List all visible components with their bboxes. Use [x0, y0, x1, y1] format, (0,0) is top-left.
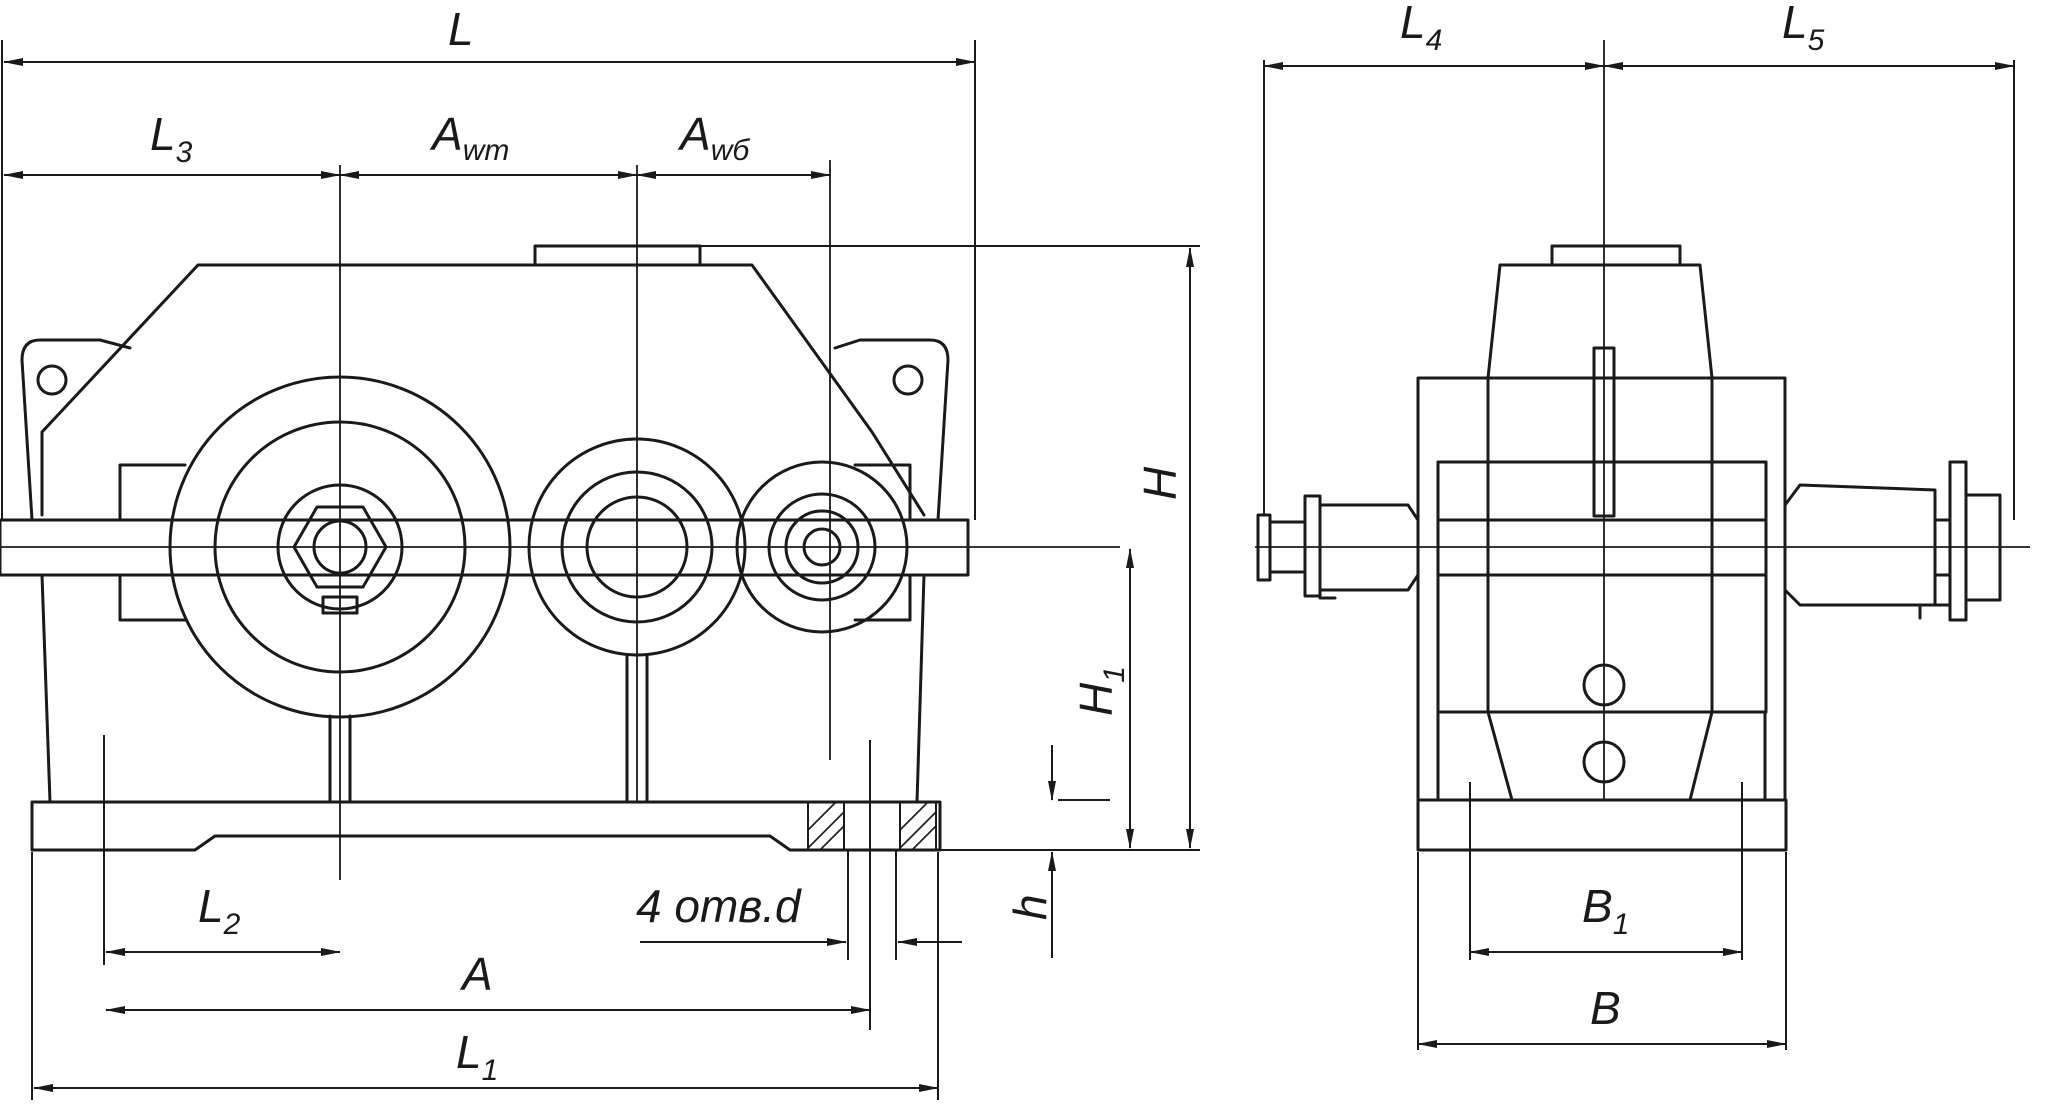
base-plate — [30, 800, 942, 852]
label-H: H — [1134, 466, 1186, 500]
right-lock-tab — [1918, 603, 1952, 620]
label-L4: L4 — [1400, 0, 1442, 57]
label-B1: B1 — [1582, 880, 1629, 941]
ribs — [328, 653, 649, 804]
mounting-hole-hatch — [807, 801, 937, 851]
label-h: h — [1004, 894, 1056, 920]
side-view — [1255, 40, 2030, 1050]
right-ear — [833, 338, 950, 522]
labels: L L3 Awт Awб L4 L5 H H1 h L2 4 отв.d A L… — [150, 0, 1825, 1087]
side-flange — [1436, 460, 1768, 714]
label-B: B — [1590, 982, 1621, 1034]
label-holes: 4 отв.d — [636, 880, 802, 932]
label-H1: H1 — [1070, 666, 1131, 716]
label-Awt: Awт — [429, 108, 509, 167]
label-Awb: Awб — [677, 108, 750, 167]
side-dimensions — [1263, 62, 2015, 1048]
inspection-cover — [533, 244, 702, 267]
left-ear — [20, 338, 132, 522]
side-lower-body — [1416, 376, 1787, 802]
shaft-axes — [0, 160, 1120, 880]
label-L2: L2 — [198, 880, 241, 941]
label-L3: L3 — [150, 108, 193, 169]
left-lock-tab — [1318, 588, 1337, 600]
flange-bosses — [118, 463, 912, 622]
extension-lines — [1, 40, 1200, 1100]
front-view — [0, 40, 1200, 1100]
left-ear-hole — [36, 364, 68, 396]
label-L5: L5 — [1782, 0, 1825, 57]
lower-housing — [40, 573, 926, 804]
left-shaft-washer — [1303, 494, 1322, 598]
right-shaft-nut — [1933, 493, 2002, 602]
front-dimensions — [3, 58, 1194, 1092]
side-axes — [1255, 40, 2030, 800]
upper-cover — [40, 263, 926, 517]
label-L: L — [448, 3, 474, 55]
side-top-cover — [1550, 244, 1682, 267]
left-shaft-end — [1256, 513, 1307, 582]
right-ear-hole — [892, 364, 924, 396]
split-flange — [0, 518, 970, 577]
side-extension-lines — [1263, 60, 2015, 1050]
label-A: A — [459, 948, 493, 1000]
side-base — [1416, 798, 1788, 852]
right-shaft-washer — [1948, 460, 1968, 622]
right-output-shaft — [1783, 483, 1937, 607]
label-L1: L1 — [456, 1026, 498, 1087]
side-central-housing — [1486, 263, 1714, 802]
